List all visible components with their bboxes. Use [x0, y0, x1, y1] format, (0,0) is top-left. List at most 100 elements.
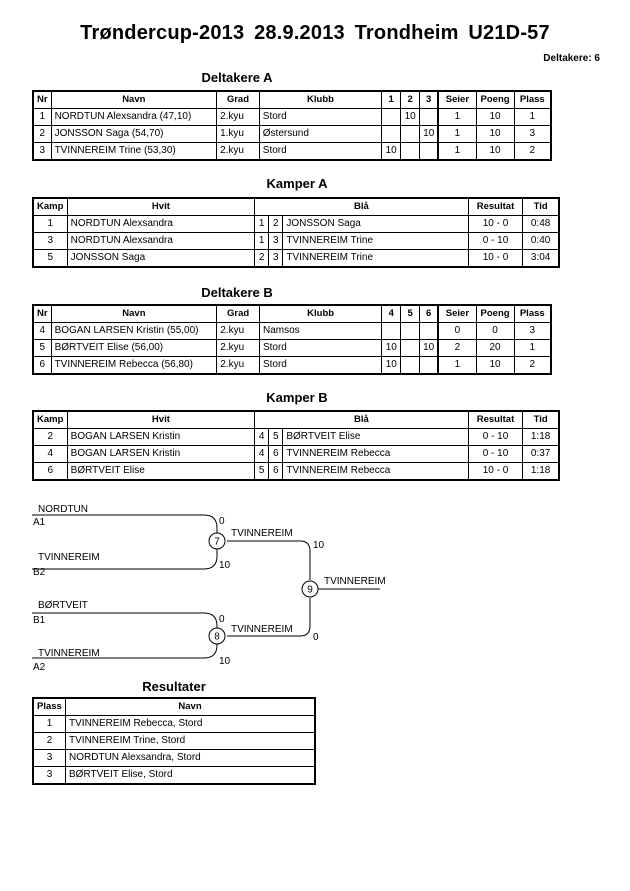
table-row: 1 NORDTUN Alexsandra 1 2 JONSSON Saga 10…: [32, 215, 560, 233]
cell-nr: 2: [32, 125, 52, 143]
cell-place: 3: [32, 749, 67, 767]
cell-name: TVINNEREIM Rebecca, Stord: [65, 715, 316, 733]
cell-kamp: 3: [32, 232, 68, 250]
sf2-match-number: 8: [214, 632, 220, 643]
col-kamp: Kamp: [32, 410, 68, 429]
col-score-5: 5: [400, 304, 421, 323]
cell-place: 2: [513, 142, 552, 161]
table-row: 1 TVINNEREIM Rebecca, Stord: [32, 715, 316, 733]
cell-nr: 3: [32, 142, 52, 161]
match-circle-final: [301, 580, 319, 598]
table-row: 4 BOGAN LARSEN Kristin 4 6 TVINNEREIM Re…: [32, 445, 560, 463]
cell-blue: TVINNEREIM Rebecca: [282, 462, 469, 481]
table-row: 6 TVINNEREIM Rebecca (56,80) 2.kyu Stord…: [32, 356, 552, 375]
cell-name: BØRTVEIT Elise, Stord: [65, 766, 316, 785]
cell-kamp: 4: [32, 445, 68, 463]
cell-score: 10: [419, 339, 440, 357]
cell-nr: 5: [32, 339, 52, 357]
sf1-top-score: 0: [219, 516, 225, 527]
table-row: 3 TVINNEREIM Trine (53,30) 2.kyu Stord 1…: [32, 142, 552, 161]
cell-name: JONSSON Saga (54,70): [50, 125, 218, 143]
cell-result: 0 - 10: [467, 445, 524, 463]
cell-name: TVINNEREIM Trine (53,30): [50, 142, 218, 161]
page-title: Trøndercup-2013 28.9.2013 Trondheim U21D…: [80, 22, 550, 44]
cell-name: NORDTUN Alexsandra, Stord: [65, 749, 316, 767]
sf2-top-name: BØRTVEIT: [38, 600, 88, 611]
cell-score: [419, 356, 440, 375]
matches-a-title: Kamper A: [266, 176, 328, 191]
cell-place: 3: [32, 766, 67, 785]
table-row: 3 NORDTUN Alexsandra, Stord: [32, 749, 316, 767]
cell-blue: TVINNEREIM Rebecca: [282, 445, 469, 463]
cell-name: TVINNEREIM Rebecca (56,80): [50, 356, 218, 375]
col-nr: Nr: [32, 90, 52, 109]
cell-grade: 2.kyu: [216, 356, 260, 375]
cell-score: 10: [381, 339, 402, 357]
pool-b-table: Nr Navn Grad Klubb 4 5 6 Seier Poeng Pla…: [32, 304, 552, 375]
sf2-winner: TVINNEREIM: [231, 624, 293, 635]
col-score-3: 3: [419, 90, 440, 109]
results-title: Resultater: [142, 679, 206, 694]
results-table: Plass Navn 1 TVINNEREIM Rebecca, Stord 2…: [32, 697, 316, 785]
cell-blue-nr: 6: [268, 445, 284, 463]
sf1-bottom-score: 10: [219, 560, 231, 571]
cell-place: 3: [513, 125, 552, 143]
table-row: 5 BØRTVEIT Elise (56,00) 2.kyu Stord 10 …: [32, 339, 552, 357]
table-header: Nr Navn Grad Klubb 4 5 6 Seier Poeng Pla…: [32, 304, 552, 323]
match-circle-sf1: [208, 532, 226, 550]
cell-club: Stord: [258, 339, 383, 357]
cell-score: 10: [381, 356, 402, 375]
cell-club: Østersund: [258, 125, 383, 143]
sf2-bottom-name: TVINNEREIM: [38, 648, 100, 659]
sf2-bottom-score: 10: [219, 656, 231, 667]
cell-score: [400, 356, 421, 375]
participants-count: Deltakere: 6: [543, 53, 600, 64]
cell-name: BØRTVEIT Elise (56,00): [50, 339, 218, 357]
cell-kamp: 5: [32, 249, 68, 268]
matches-b-title: Kamper B: [266, 390, 328, 405]
final-match-number: 9: [307, 585, 313, 596]
table-row: 5 JONSSON Saga 2 3 TVINNEREIM Trine 10 -…: [32, 249, 560, 268]
cell-kamp: 6: [32, 462, 68, 481]
sf1-bottom-seed: B2: [33, 567, 46, 578]
sf2-top-score: 0: [219, 614, 225, 625]
pool-a-table: Nr Navn Grad Klubb 1 2 3 Seier Poeng Pla…: [32, 90, 552, 161]
cell-place: 1: [513, 339, 552, 357]
sf1-match-number: 7: [214, 537, 220, 548]
matches-a-table: Kamp Hvit Blå Resultat Tid 1 NORDTUN Ale…: [32, 197, 560, 268]
table-row: 1 NORDTUN Alexsandra (47,10) 2.kyu Stord…: [32, 108, 552, 126]
cell-place: 1: [32, 715, 67, 733]
sf1-bottom-name: TVINNEREIM: [38, 552, 100, 563]
final-top-score: 10: [313, 540, 325, 551]
col-place: Plass: [32, 697, 67, 716]
cell-white: NORDTUN Alexsandra: [66, 232, 256, 250]
table-row: 3 BØRTVEIT Elise, Stord: [32, 766, 316, 785]
final-winner: TVINNEREIM: [324, 576, 386, 587]
table-header: Plass Navn: [32, 697, 316, 716]
final-bottom-score: 0: [313, 632, 319, 643]
cell-blue-nr: 3: [268, 232, 284, 250]
cell-wins: 2: [437, 339, 477, 357]
sf2-bottom-seed: A2: [33, 662, 46, 673]
cell-score: [419, 142, 440, 161]
table-row: 2 TVINNEREIM Trine, Stord: [32, 732, 316, 750]
match-circle-sf2: [208, 627, 226, 645]
cell-club: Stord: [258, 356, 383, 375]
cell-score: [400, 339, 421, 357]
cell-points: 10: [475, 142, 515, 161]
cell-time: 1:18: [522, 462, 560, 481]
col-name: Navn: [65, 697, 316, 716]
bracket-line-sf1-out: [227, 540, 311, 580]
pool-b-title: Deltakere B: [201, 285, 273, 300]
cell-blue-nr: 5: [268, 428, 284, 446]
cell-blue-nr: 3: [268, 249, 284, 268]
cell-place: 2: [513, 356, 552, 375]
cell-place: 2: [32, 732, 67, 750]
cell-score: 10: [419, 125, 440, 143]
cell-name: TVINNEREIM Trine, Stord: [65, 732, 316, 750]
cell-score: [400, 142, 421, 161]
cell-time: 0:40: [522, 232, 560, 250]
pool-a-title: Deltakere A: [201, 70, 273, 85]
sf1-top-name: NORDTUN: [38, 504, 88, 515]
